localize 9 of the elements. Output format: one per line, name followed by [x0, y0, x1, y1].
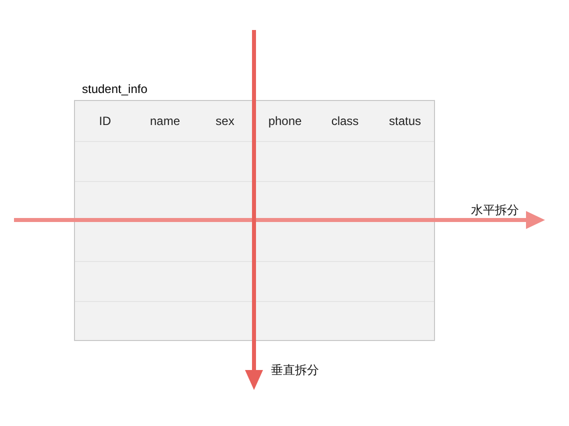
arrow-label: 水平拆分 [471, 202, 519, 219]
table-title: student_info [82, 82, 148, 96]
column-header: status [388, 113, 422, 130]
column-header: name [148, 113, 182, 130]
column-header: ID [98, 113, 112, 130]
column-header: phone [267, 113, 303, 130]
column-header: sex [214, 113, 236, 130]
column-header: class [330, 113, 360, 130]
arrow-label: 垂直拆分 [271, 362, 319, 379]
